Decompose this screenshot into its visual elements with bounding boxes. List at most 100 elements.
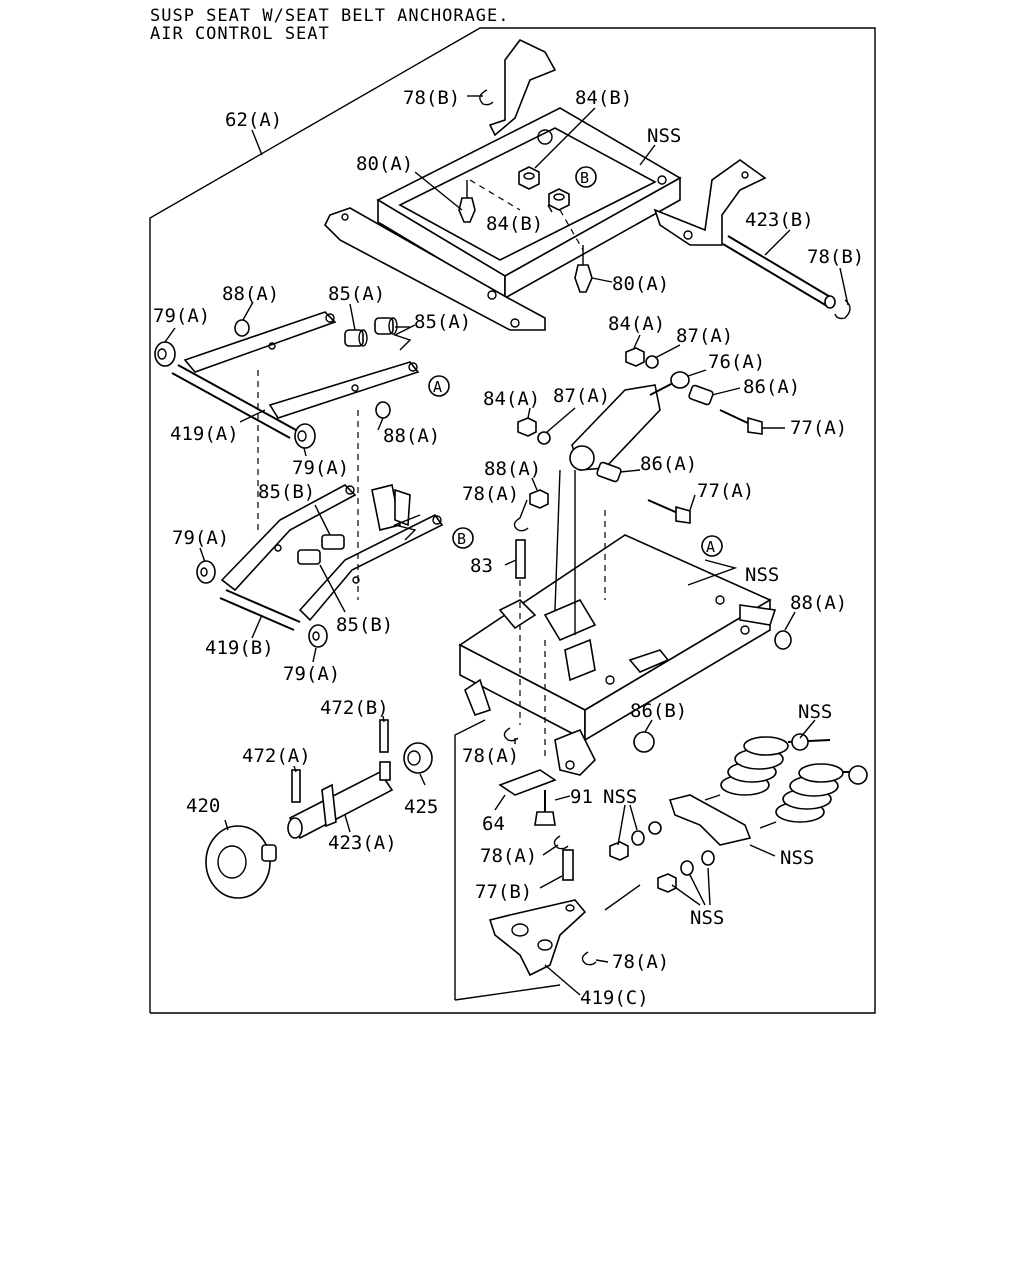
scissor-arm-419b	[219, 484, 444, 631]
clip-78b-top	[479, 89, 494, 106]
link-419c	[488, 899, 587, 977]
callout-88a-top: 88(A)	[222, 283, 279, 305]
seat-upper-frame	[324, 38, 767, 331]
nut-88a-3	[529, 489, 549, 509]
clip-78b-right	[834, 299, 851, 320]
pin-472a	[291, 769, 301, 803]
bolt-91	[534, 790, 556, 826]
callout-423b: 423(B)	[745, 209, 814, 231]
callout-nss-mid: NSS	[745, 564, 779, 586]
pin-85a-1	[344, 329, 368, 347]
marker-a-upper: A	[428, 375, 450, 397]
washer-87a-2	[537, 431, 551, 445]
callout-84a-2: 84(A)	[483, 388, 540, 410]
callout-80a-mid: 80(A)	[612, 273, 669, 295]
nut-88a-4	[774, 630, 792, 650]
callout-85b-1: 85(B)	[258, 481, 315, 503]
callout-87a-2: 87(A)	[553, 385, 610, 407]
bolt-77a-1	[719, 409, 763, 435]
bracket-64	[498, 769, 557, 796]
callout-78b-right: 78(B)	[807, 246, 864, 268]
callout-nss-spring: NSS	[798, 701, 832, 723]
svg-text:B: B	[580, 169, 589, 187]
callout-78a-3: 78(A)	[480, 845, 537, 867]
callout-nss-top: NSS	[647, 125, 681, 147]
callout-86b: 86(B)	[630, 700, 687, 722]
callout-85a-1: 85(A)	[328, 283, 385, 305]
callout-64: 64	[482, 813, 505, 835]
bushing-79a-3	[196, 560, 216, 584]
diagram-frame	[149, 27, 876, 1014]
clip-78a-2	[503, 727, 519, 742]
callout-80a-top: 80(A)	[356, 153, 413, 175]
callout-91: 91	[570, 786, 593, 808]
callout-nss-r2: NSS	[780, 847, 814, 869]
clip-78a-4	[581, 951, 597, 966]
callout-87a-1: 87(A)	[676, 325, 733, 347]
callout-84b-mid: 84(B)	[486, 213, 543, 235]
shaft-423b	[722, 235, 836, 309]
pin-85b-1	[321, 534, 345, 550]
spacer-86a-2	[596, 461, 622, 483]
stud-80a-top	[458, 180, 476, 223]
diagram-title-line-1: SUSP SEAT W/SEAT BELT ANCHORAGE.	[150, 6, 510, 26]
pin-85a-2	[374, 317, 398, 335]
bolt-77a-2	[647, 499, 691, 524]
callout-78a-4: 78(A)	[612, 951, 669, 973]
bushing-86b	[633, 731, 655, 753]
callout-86a-1: 86(A)	[743, 376, 800, 398]
knob-420	[205, 825, 277, 899]
callout-85a-2: 85(A)	[414, 311, 471, 333]
callout-419b: 419(B)	[205, 637, 274, 659]
callout-423a: 423(A)	[328, 832, 397, 854]
seat-lower-base	[458, 534, 777, 776]
callout-85b-2: 85(B)	[336, 614, 393, 636]
callout-62a: 62(A)	[225, 109, 282, 131]
shaft-423a	[287, 761, 394, 840]
callout-83: 83	[470, 555, 493, 577]
nut-84a-2	[517, 417, 537, 437]
washer-87a-1	[645, 355, 659, 369]
assembly-guides	[257, 179, 738, 1001]
pin-83	[515, 539, 526, 579]
callout-76a: 76(A)	[708, 351, 765, 373]
bushing-425	[403, 742, 433, 774]
stud-80a-mid	[574, 245, 593, 293]
callout-78b-top: 78(B)	[403, 87, 460, 109]
callout-419c: 419(C)	[580, 987, 649, 1009]
callout-88a-4: 88(A)	[790, 592, 847, 614]
bushing-79a-1	[154, 341, 176, 367]
callout-472a: 472(A)	[242, 745, 311, 767]
callout-79a-2: 79(A)	[292, 457, 349, 479]
callout-78a-1: 78(A)	[462, 483, 519, 505]
callout-472b: 472(B)	[320, 697, 389, 719]
svg-text:A: A	[433, 378, 442, 396]
nut-88a-1	[234, 319, 250, 337]
pin-77b	[562, 849, 574, 881]
pin-85b-2	[297, 549, 321, 565]
marker-b-top: B	[575, 166, 597, 188]
callout-88a-mid: 88(A)	[383, 425, 440, 447]
scissor-arm-419a	[171, 311, 420, 439]
pin-472b	[379, 719, 389, 753]
callout-79a-3: 79(A)	[172, 527, 229, 549]
diagram-title-line-2: AIR CONTROL SEAT	[150, 24, 330, 44]
nut-88a-2	[375, 401, 391, 419]
nut-84b-mid	[548, 188, 570, 211]
bushing-79a-2	[294, 423, 316, 449]
clip-78a-1	[513, 517, 529, 532]
callout-nss-arm: NSS	[603, 786, 637, 808]
callout-420: 420	[186, 795, 220, 817]
callout-419a: 419(A)	[170, 423, 239, 445]
bushing-79a-4	[308, 624, 328, 648]
callout-78a-2: 78(A)	[462, 745, 519, 767]
nut-84a-1	[625, 347, 645, 367]
marker-b-left: B	[452, 527, 474, 549]
svg-text:B: B	[457, 530, 466, 548]
shock-absorber-76a	[569, 371, 690, 471]
svg-text:A: A	[706, 538, 715, 556]
callout-86a-2: 86(A)	[640, 453, 697, 475]
spacer-86a-1	[688, 384, 714, 406]
callout-79a-1: 79(A)	[153, 305, 210, 327]
